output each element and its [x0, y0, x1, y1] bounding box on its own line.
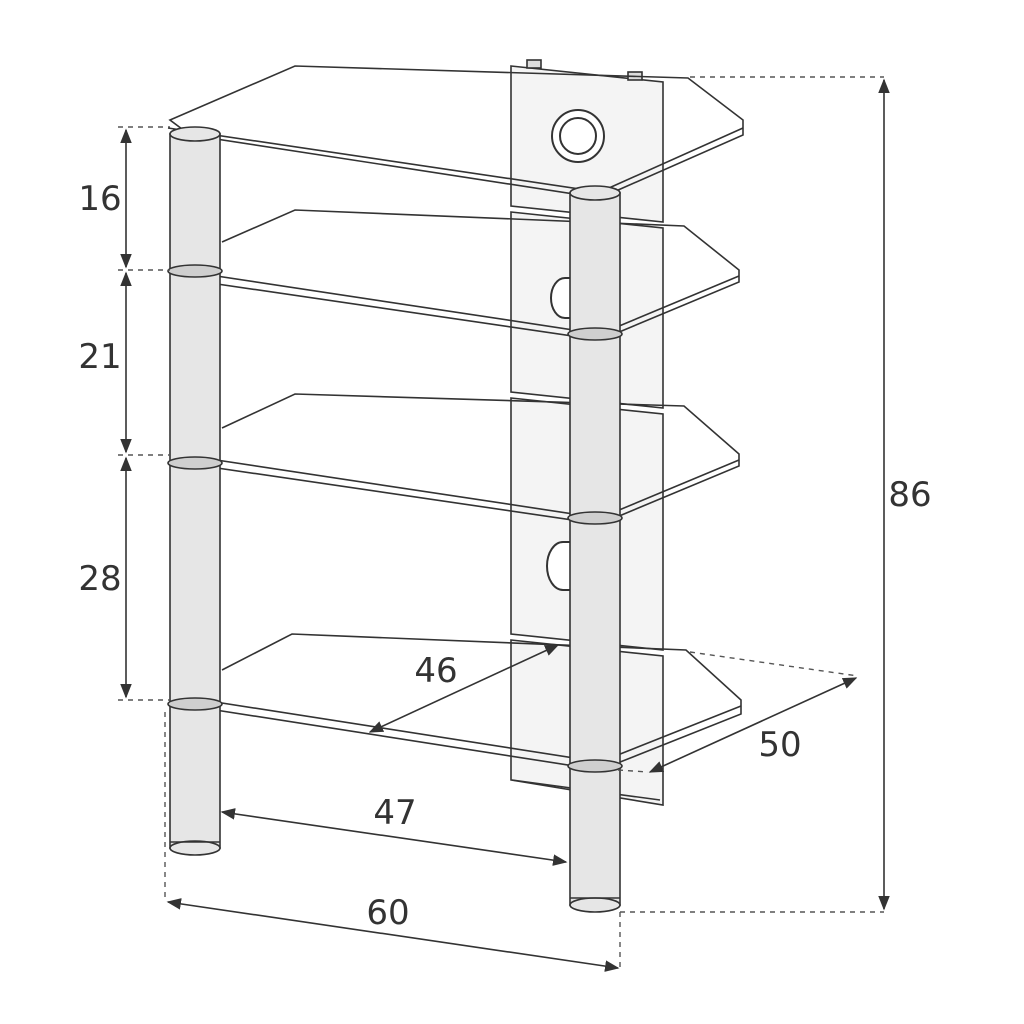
pole-left: [167, 126, 223, 856]
label-47: 47: [373, 793, 416, 833]
arrow-47: [220, 808, 568, 866]
arrow-50: [648, 677, 858, 773]
label-46: 46: [414, 651, 457, 691]
label-28: 28: [78, 559, 121, 599]
cable-holes: [546, 109, 605, 591]
cable-hole-second: [550, 277, 574, 319]
label-86: 86: [888, 475, 931, 515]
dimension-arrows: [120, 78, 890, 972]
arrow-60: [166, 898, 620, 972]
label-16: 16: [78, 179, 121, 219]
arrow-46: [368, 644, 560, 733]
shelf-top: [168, 65, 744, 199]
pole-right: [567, 185, 623, 913]
label-50: 50: [758, 725, 801, 765]
extension-lines: [118, 76, 884, 968]
label-60: 60: [366, 893, 409, 933]
cable-hole-third: [546, 541, 573, 591]
poles: [167, 126, 623, 913]
label-21: 21: [78, 337, 121, 377]
dimension-labels: 16 21 28 86 46 50 47 60: [78, 179, 931, 933]
